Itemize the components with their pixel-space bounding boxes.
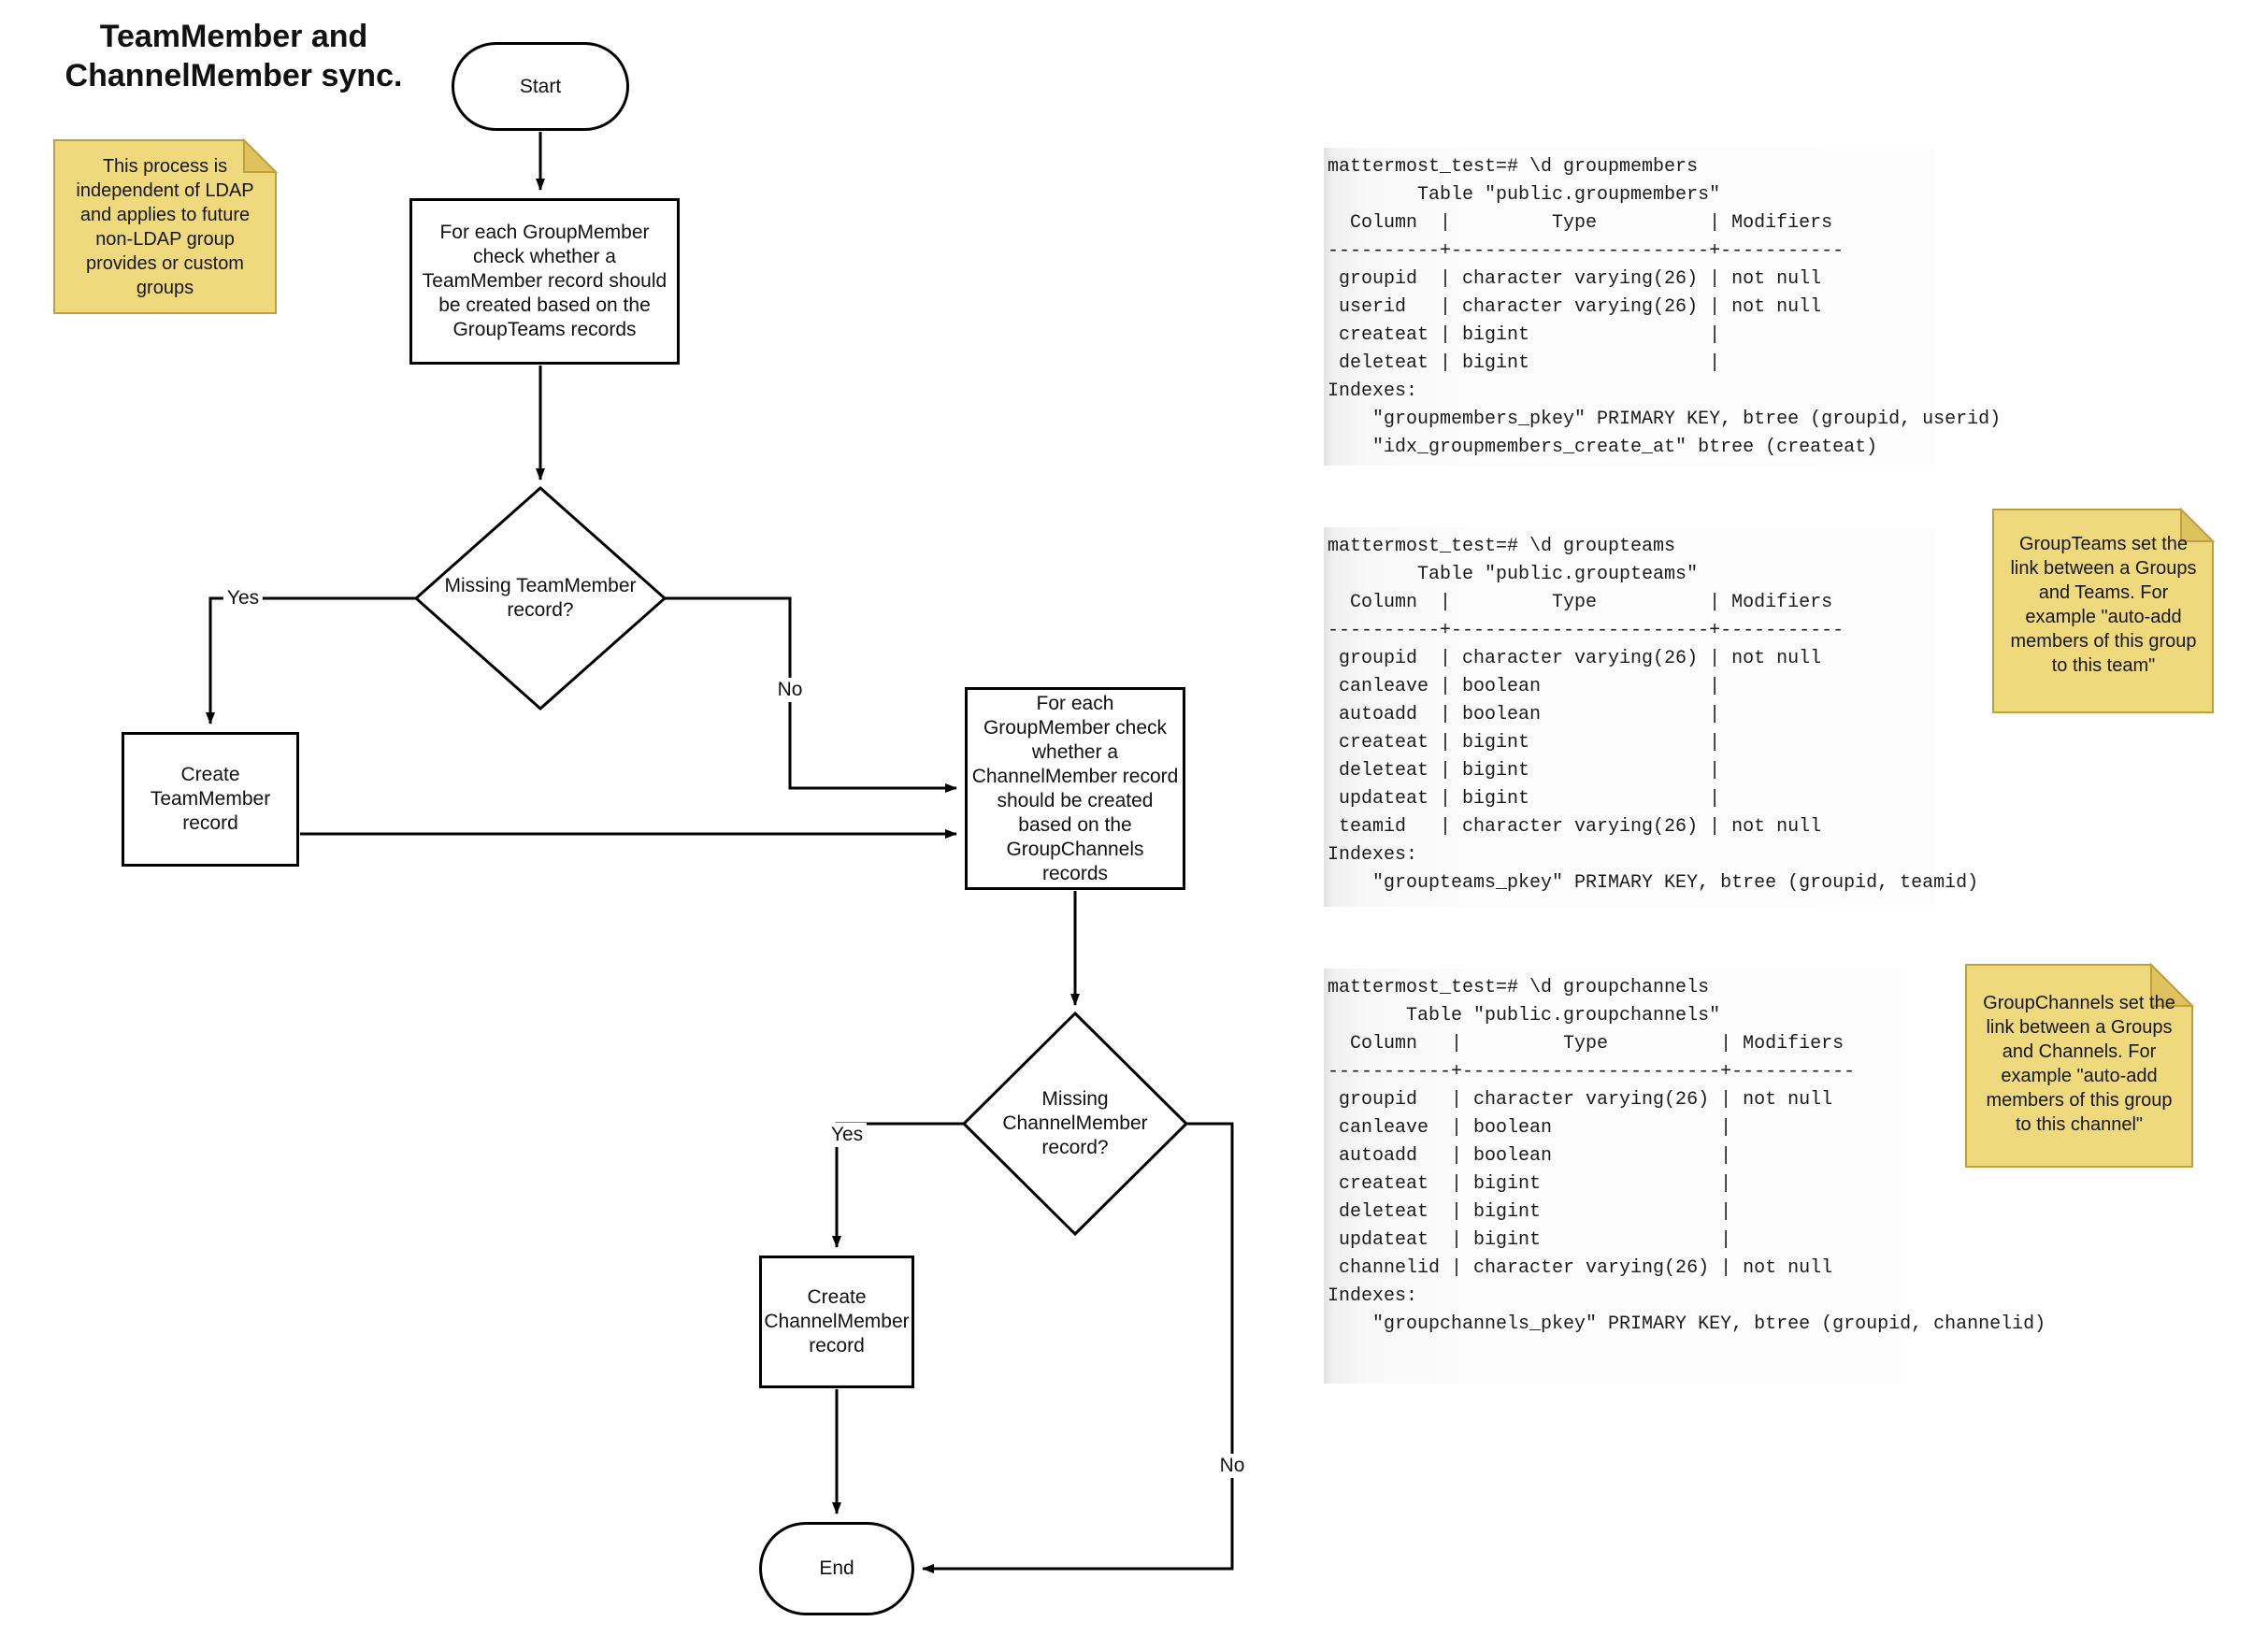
process2-box: For each GroupMember check whether a Cha… bbox=[965, 687, 1185, 890]
process1-box: For each GroupMember check whether a Tea… bbox=[409, 198, 680, 365]
edge-label-no1: No bbox=[773, 678, 807, 702]
codeblock-groupteams-text: mattermost_test=# \d groupteams Table "p… bbox=[1328, 536, 1979, 894]
note-groupchannels-shape bbox=[1965, 964, 2193, 1168]
decision1-diamond bbox=[413, 485, 667, 711]
note-ldap-text: This process is independent of LDAP and … bbox=[76, 156, 254, 298]
edge-no2 bbox=[922, 1122, 1234, 1573]
decision2-label: Missing ChannelMember record? bbox=[1002, 1088, 1148, 1158]
note-ldap-fold bbox=[243, 137, 279, 173]
start-node: Start bbox=[452, 42, 629, 131]
codeblock-groupmembers: mattermost_test=# \d groupmembers Table … bbox=[1324, 148, 2002, 466]
edge-no1 bbox=[665, 596, 957, 793]
edge-label-no2: No bbox=[1215, 1454, 1249, 1478]
edge-yes1 bbox=[206, 596, 416, 725]
codeblock-groupchannels: mattermost_test=# \d groupchannels Table… bbox=[1324, 969, 2046, 1384]
diagram-title: TeamMember and ChannelMember sync. bbox=[65, 19, 403, 93]
codeblock-groupteams: mattermost_test=# \d groupteams Table "p… bbox=[1324, 527, 1979, 907]
note-ldap-shape bbox=[53, 139, 277, 314]
note-groupteams-shape bbox=[1992, 509, 2214, 713]
edge-label-yes2: Yes bbox=[826, 1123, 868, 1147]
codeblock-groupmembers-text: mattermost_test=# \d groupmembers Table … bbox=[1328, 156, 2002, 458]
edge-label-yes1: Yes bbox=[222, 586, 264, 610]
note-groupchannels-text: GroupChannels set the link between a Gro… bbox=[1983, 993, 2175, 1135]
note-groupteams-fold bbox=[2180, 507, 2216, 542]
codeblock-groupchannels-text: mattermost_test=# \d groupchannels Table… bbox=[1328, 977, 2046, 1335]
create-channelmember-box: Create ChannelMember record bbox=[759, 1256, 914, 1388]
create-teammember-box: Create TeamMember record bbox=[122, 732, 299, 867]
note-groupteams-text: GroupTeams set the link between a Groups… bbox=[2010, 534, 2197, 676]
decision2-diamond bbox=[961, 1011, 1189, 1237]
end-node: End bbox=[759, 1522, 914, 1615]
note-groupchannels-fold bbox=[2150, 962, 2195, 1007]
decision1-label: Missing TeamMember record? bbox=[444, 575, 637, 621]
